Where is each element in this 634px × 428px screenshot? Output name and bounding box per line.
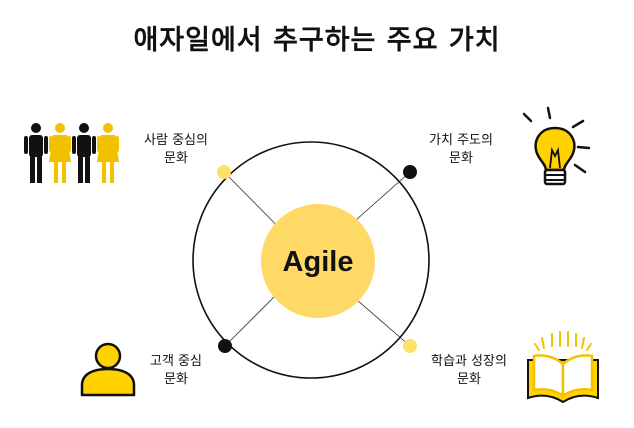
value-label-learning-line2: 문화 [457, 372, 481, 387]
dot-customer [218, 339, 232, 353]
open-book-icon [527, 331, 599, 404]
light-bulb-icon [522, 106, 591, 186]
dot-people [217, 165, 231, 179]
value-label-customer-line1: 고객 중심 [150, 354, 202, 369]
value-label-value-line1: 가치 주도의 [429, 133, 493, 148]
value-label-customer-line2: 문화 [164, 372, 188, 387]
value-label-learning: 학습과 성장의 문화 [417, 353, 521, 389]
value-label-value-line2: 문화 [449, 151, 473, 166]
value-label-value: 가치 주도의 문화 [419, 132, 503, 168]
people-group-icon [24, 123, 119, 183]
dot-value [403, 165, 417, 179]
outer-ring [192, 141, 430, 379]
agile-center-label: Agile [283, 246, 354, 278]
value-label-customer: 고객 중심 문화 [138, 353, 214, 389]
page-title: 애자일에서 추구하는 주요 가치 [133, 25, 501, 56]
dot-learning [403, 339, 417, 353]
value-label-people-line2: 문화 [164, 151, 188, 166]
person-icon [80, 342, 136, 397]
agile-center-circle [261, 204, 375, 318]
value-label-learning-line1: 학습과 성장의 [431, 354, 507, 369]
value-label-people: 사람 중심의 문화 [131, 132, 221, 168]
value-label-people-line1: 사람 중심의 [144, 133, 208, 148]
